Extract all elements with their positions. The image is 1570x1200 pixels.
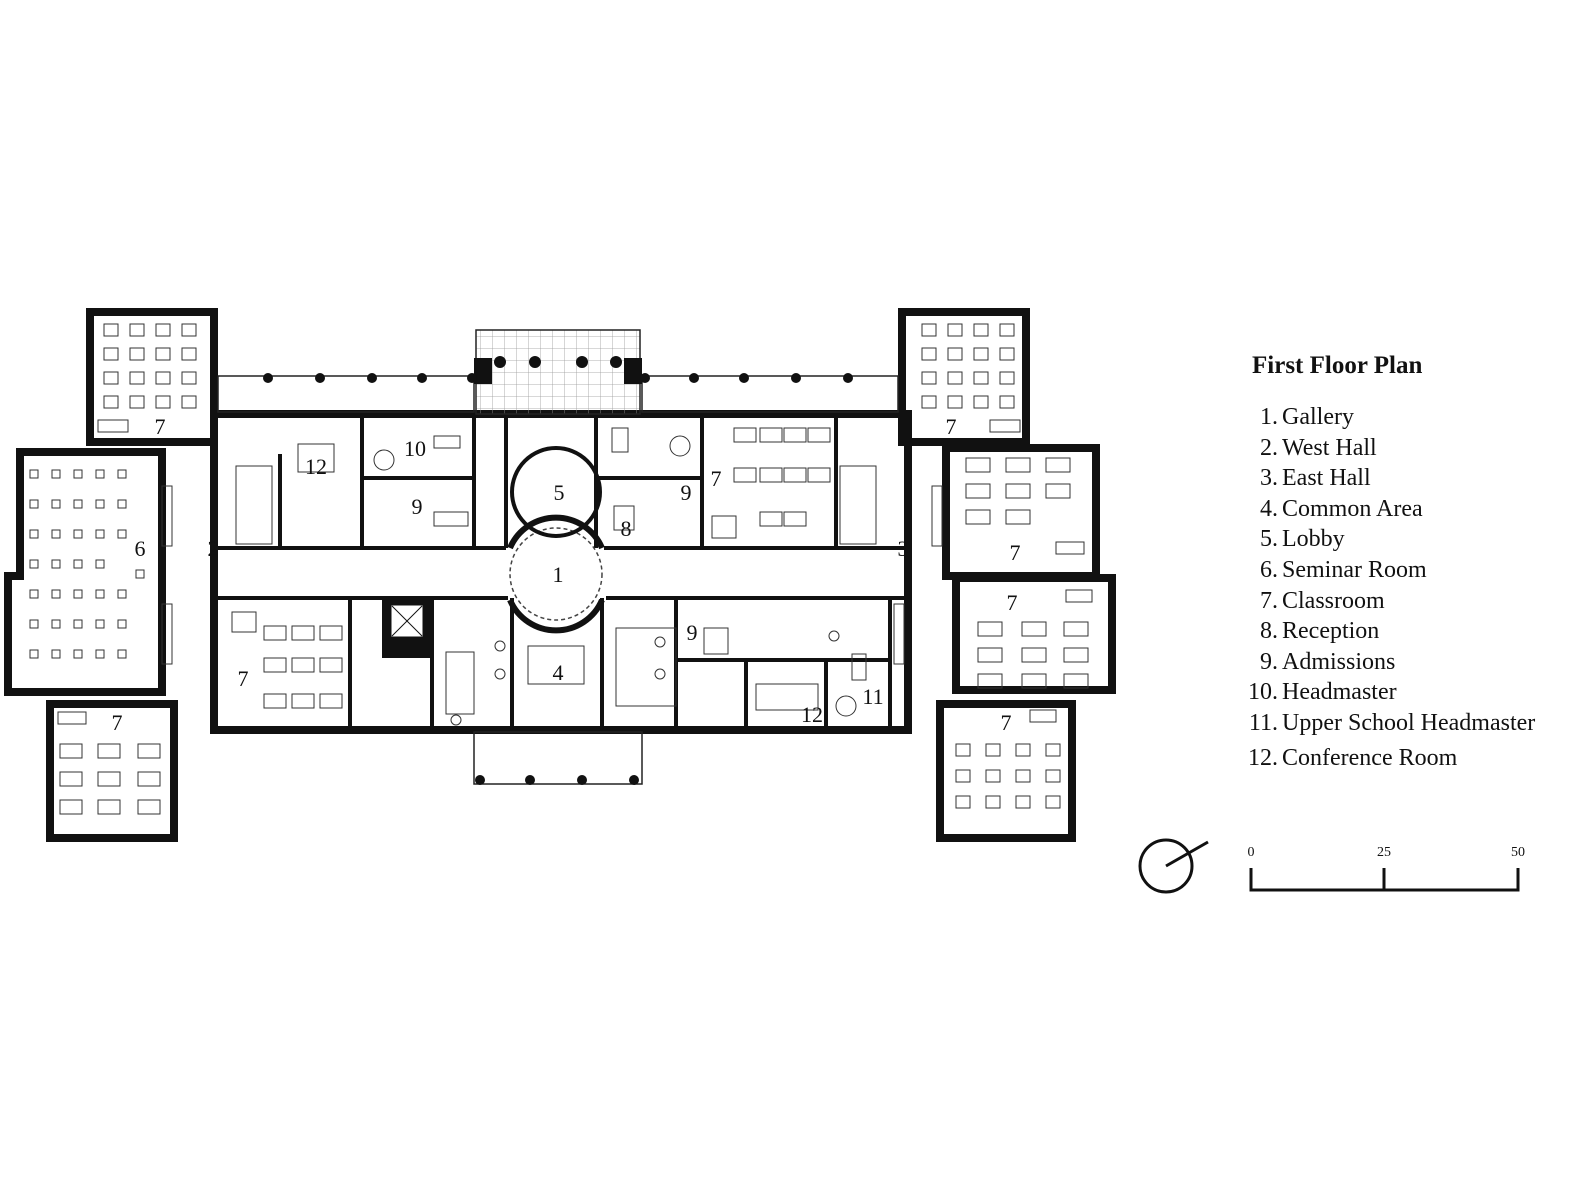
label-east-hall: 3 — [898, 536, 909, 561]
scale-tick-label: 50 — [1511, 845, 1525, 860]
legend-item: 6.Seminar Room — [1260, 556, 1427, 583]
restroom-fixtures — [445, 627, 840, 726]
legend-item: 5.Lobby — [1260, 526, 1345, 553]
legend-item: 3.East Hall — [1260, 465, 1371, 492]
legend-item: 10.Headmaster — [1248, 679, 1397, 706]
scale-tick-label: 0 — [1248, 845, 1255, 860]
legend-item: 1.Gallery — [1260, 404, 1354, 430]
label-seminar-room: 6 — [135, 536, 146, 561]
label-classroom: 7 — [1007, 590, 1018, 615]
legend-item: 9.Admissions — [1260, 648, 1396, 675]
stairs — [161, 465, 943, 665]
label-conference-room: 12 — [801, 702, 823, 727]
legend-list: 1.Gallery 2.West Hall 3.East Hall 4.Comm… — [1236, 402, 1570, 773]
south-porch — [473, 731, 643, 785]
room-labels: 1 2 3 4 5 6 7 7 7 7 7 7 7 7 8 9 9 9 10 1… — [112, 414, 1021, 735]
label-classroom: 7 — [1001, 710, 1012, 735]
label-upper-school-headmaster: 11 — [862, 684, 883, 709]
label-lobby: 5 — [554, 480, 565, 505]
label-classroom: 7 — [1010, 540, 1021, 565]
label-admissions: 9 — [687, 620, 698, 645]
legend-item: 8.Reception — [1260, 618, 1380, 645]
label-admissions: 9 — [412, 494, 423, 519]
label-classroom: 7 — [155, 414, 166, 439]
label-conference-room: 12 — [305, 454, 327, 479]
label-classroom: 7 — [112, 710, 123, 735]
legend-item: 11.Upper School Headmaster — [1248, 709, 1536, 736]
legend-item: 4.Common Area — [1260, 495, 1423, 522]
label-classroom: 7 — [711, 466, 722, 491]
north-colonnade — [217, 329, 899, 415]
label-admissions: 9 — [681, 480, 692, 505]
rotunda — [507, 446, 605, 634]
legend-title: First Floor Plan — [1252, 352, 1423, 379]
label-classroom: 7 — [946, 414, 957, 439]
label-west-hall: 2 — [208, 536, 219, 561]
scale-bar: 0 25 50 — [1248, 845, 1525, 892]
legend-item: 2.West Hall — [1260, 434, 1377, 461]
label-common-area: 4 — [553, 660, 564, 685]
label-classroom: 7 — [238, 666, 249, 691]
legend: First Floor Plan 1.Gallery 2.West Hall 3… — [1236, 352, 1570, 773]
label-headmaster: 10 — [404, 436, 426, 461]
label-gallery: 1 — [553, 562, 564, 587]
north-arrow-icon — [1138, 838, 1209, 894]
classroom-furniture — [29, 323, 1093, 815]
legend-item: 12.Conference Room — [1248, 744, 1458, 771]
label-reception: 8 — [621, 516, 632, 541]
scale-tick-label: 25 — [1377, 845, 1391, 860]
legend-item: 7.Classroom — [1260, 587, 1385, 614]
